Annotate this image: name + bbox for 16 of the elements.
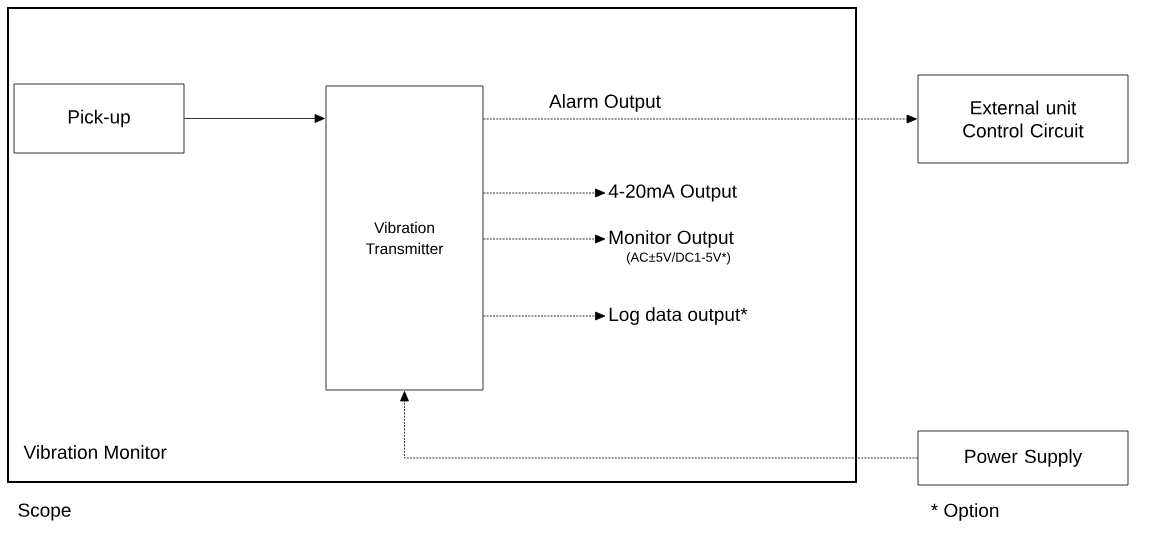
block-box: Vibration Transmitter xyxy=(325,85,484,391)
output-label: Monitor Output (AC±5V/DC1-5V*) xyxy=(609,230,734,265)
arrow xyxy=(483,188,606,198)
output-label: Log data output* xyxy=(609,307,748,325)
arrow xyxy=(483,234,606,244)
block-box: Pick-up xyxy=(13,83,185,154)
output-label: 4-20mA Output xyxy=(608,184,737,202)
arrow xyxy=(483,114,917,124)
edge-label: Alarm Output xyxy=(549,94,661,112)
block-box: External unit Control Circuit xyxy=(917,74,1129,164)
note-text: Scope xyxy=(18,503,71,521)
arrow xyxy=(483,311,606,321)
block-box: Power Supply xyxy=(917,430,1129,486)
arrow xyxy=(184,114,325,123)
arrow xyxy=(400,391,918,459)
note-text: * Option xyxy=(931,503,999,521)
